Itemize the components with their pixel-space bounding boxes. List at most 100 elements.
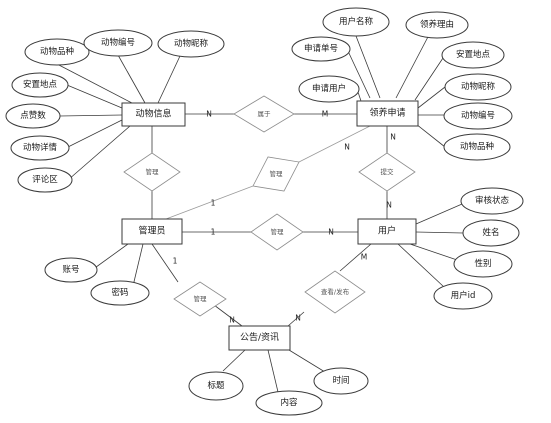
cardinalities: N M N 1 N N 1 N 1 N M N	[173, 110, 396, 325]
attr-user-name: 姓名	[462, 219, 520, 247]
rel-manage-user[interactable]: 管理	[250, 213, 304, 251]
attr-app-animal-number: 动物编号	[443, 102, 513, 130]
edge-admin-manage-app	[165, 185, 254, 220]
attr-animal-comments: 评论区	[17, 167, 73, 193]
svg-text:标题: 标题	[207, 380, 225, 391]
attr-animal-location: 安置地点	[11, 72, 69, 98]
svg-text:动物详情: 动物详情	[23, 142, 58, 153]
edge-app-reason	[395, 32, 431, 99]
attr-animal-likes: 点赞数	[5, 103, 61, 129]
rel-submit-label: 提交	[381, 167, 395, 176]
edge-animal-number	[117, 54, 146, 104]
entity-notice[interactable]: 公告/资讯	[228, 325, 291, 351]
rel-manage-user-label: 管理	[271, 227, 285, 236]
svg-text:账号: 账号	[62, 265, 79, 275]
attr-animal-breed: 动物品种	[24, 38, 90, 66]
edge-notice-title	[222, 349, 246, 372]
card-user-view: M	[361, 253, 367, 262]
attr-notice-time: 时间	[313, 367, 369, 395]
attr-admin-account: 账号	[44, 257, 98, 283]
card-admin-manage-app: 1	[211, 199, 216, 208]
svg-text:安置地点: 安置地点	[456, 49, 491, 60]
svg-text:用户id: 用户id	[451, 290, 476, 301]
edge-animal-nickname	[157, 55, 181, 104]
svg-text:姓名: 姓名	[482, 227, 499, 238]
rel-manage-app-label: 管理	[270, 169, 284, 178]
edge-notice-time	[288, 349, 326, 373]
edge-admin-password	[132, 243, 144, 287]
rel-submit[interactable]: 提交	[358, 152, 416, 192]
card-app-belongs: M	[322, 110, 328, 119]
attr-animal-number: 动物编号	[83, 29, 153, 57]
edges	[56, 32, 470, 393]
rel-view-post[interactable]: 查看/发布	[304, 270, 366, 314]
svg-text:动物昵称: 动物昵称	[461, 81, 496, 92]
svg-text:动物编号: 动物编号	[101, 37, 135, 48]
attr-app-user: 申请用户	[298, 75, 360, 103]
svg-text:动物品种: 动物品种	[460, 141, 494, 152]
card-user-submit: N	[386, 201, 392, 210]
entity-application-label: 领养申请	[369, 107, 405, 119]
entity-user-label: 用户	[378, 225, 396, 237]
edge-app-location	[414, 57, 444, 101]
edge-view-notice	[287, 311, 305, 327]
svg-text:性别: 性别	[474, 258, 491, 269]
attr-animal-nickname: 动物昵称	[157, 30, 225, 58]
entity-notice-label: 公告/资讯	[240, 331, 279, 343]
svg-text:申请用户: 申请用户	[312, 83, 346, 94]
svg-text:安置地点: 安置地点	[23, 79, 58, 90]
entity-animal[interactable]: 动物信息	[121, 102, 186, 127]
svg-text:点赞数: 点赞数	[20, 110, 46, 121]
entity-admin[interactable]: 管理员	[121, 218, 183, 245]
edge-notice-content	[267, 349, 279, 393]
attr-notice-title: 标题	[188, 371, 244, 401]
rel-manage-animal[interactable]: 管理	[123, 152, 181, 192]
attr-app-breed: 动物品种	[443, 133, 511, 161]
attr-user-review-status: 审核状态	[460, 187, 524, 215]
rel-view-post-label: 查看/发布	[321, 287, 350, 296]
rel-manage-notice[interactable]: 管理	[173, 281, 227, 317]
svg-text:时间: 时间	[332, 375, 349, 386]
card-admin-manage-user: 1	[211, 228, 216, 237]
svg-text:动物编号: 动物编号	[461, 110, 495, 121]
card-admin-manage-notice: 1	[173, 257, 178, 266]
svg-text:评论区: 评论区	[32, 174, 58, 185]
edge-animal-comments	[67, 125, 131, 181]
edge-animal-breed	[56, 63, 133, 104]
entity-animal-label: 动物信息	[135, 108, 171, 120]
edge-manage-app	[298, 125, 371, 163]
card-notice-view: N	[295, 314, 301, 323]
attr-admin-password: 密码	[90, 280, 150, 306]
attr-user-gender: 性别	[453, 250, 513, 278]
edge-user-view	[339, 243, 372, 272]
svg-text:申请单号: 申请单号	[304, 43, 338, 54]
svg-text:动物昵称: 动物昵称	[174, 38, 209, 49]
edge-manage-notice	[213, 304, 243, 327]
svg-text:内容: 内容	[280, 397, 298, 408]
rel-manage-notice-label: 管理	[194, 294, 208, 303]
card-user-manage: N	[328, 228, 334, 237]
svg-text:动物品种: 动物品种	[40, 46, 74, 57]
edge-admin-account	[91, 243, 129, 271]
edge-app-username	[355, 35, 381, 99]
edge-app-breed	[415, 123, 446, 148]
edge-app-number	[346, 48, 371, 99]
attr-app-username: 用户名称	[322, 7, 390, 37]
card-app-manage: N	[344, 143, 350, 152]
attr-app-location: 安置地点	[441, 41, 505, 69]
svg-text:密码: 密码	[111, 287, 128, 298]
rel-manage-app[interactable]: 管理	[252, 156, 300, 192]
edge-animal-detail	[67, 119, 123, 148]
entity-application[interactable]: 领养申请	[356, 100, 419, 127]
svg-text:用户名称: 用户名称	[339, 16, 374, 27]
rel-manage-animal-label: 管理	[146, 167, 160, 176]
entity-user[interactable]: 用户	[357, 218, 417, 245]
edge-animal-likes	[59, 114, 123, 117]
edge-user-gender	[409, 243, 464, 263]
attr-app-number: 申请单号	[291, 36, 351, 62]
card-app-submit: N	[390, 133, 396, 142]
attr-app-nickname: 动物昵称	[444, 73, 512, 101]
rel-belongs[interactable]: 属于	[233, 95, 295, 133]
svg-text:审核状态: 审核状态	[475, 195, 510, 206]
